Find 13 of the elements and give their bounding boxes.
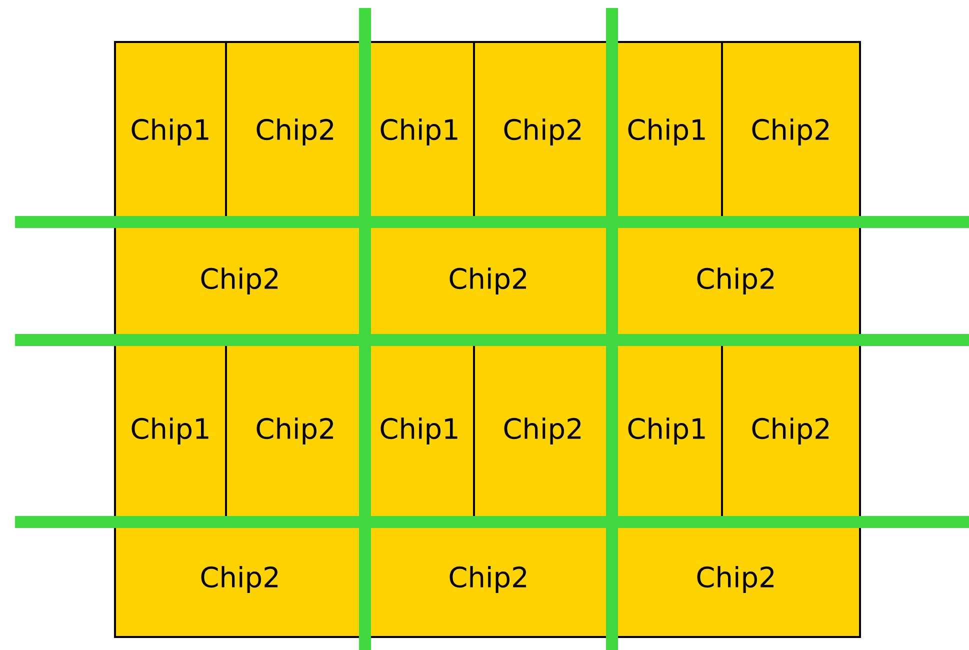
chip-cell: Chip1 xyxy=(114,338,227,523)
chip-cell: Chip2 xyxy=(225,338,366,523)
chip-cell: Chip2 xyxy=(473,41,613,223)
chip-cell: Chip2 xyxy=(721,41,861,223)
chip-cell: Chip2 xyxy=(114,520,366,638)
chip-cell: Chip1 xyxy=(364,41,475,223)
chip-cell: Chip1 xyxy=(611,41,723,223)
chip-cell: Chip1 xyxy=(114,41,227,223)
chip-cell: Chip2 xyxy=(225,41,366,223)
chip-cell: Chip2 xyxy=(473,338,613,523)
chip-cell: Chip2 xyxy=(611,520,861,638)
chip-cell: Chip2 xyxy=(364,520,613,638)
chip-cell: Chip2 xyxy=(721,338,861,523)
